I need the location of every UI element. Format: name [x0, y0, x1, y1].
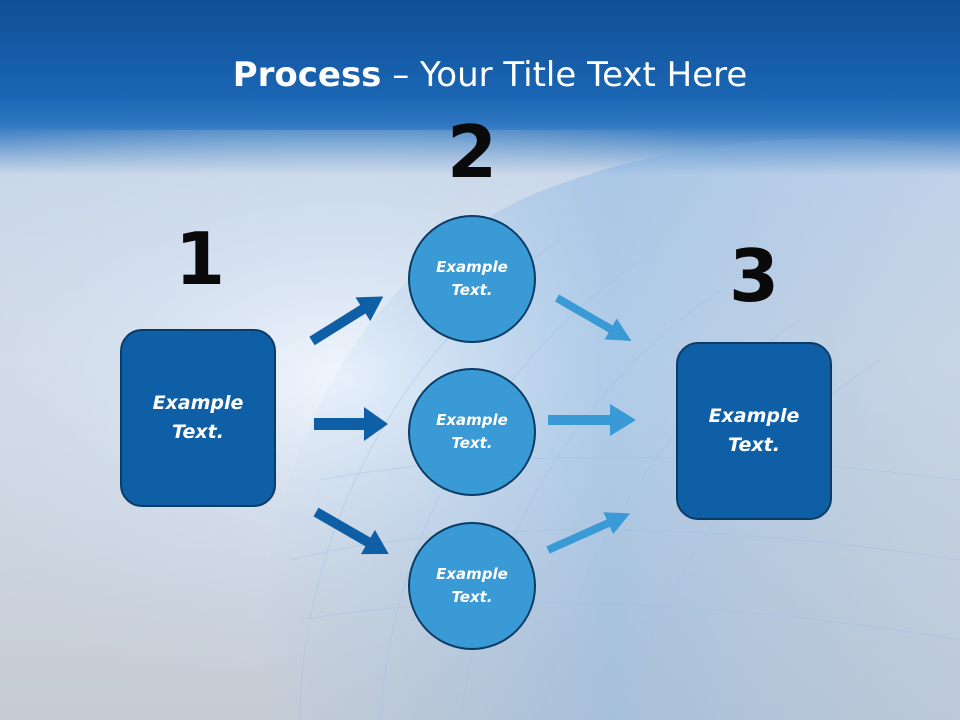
step-2-circle-2: Example Text. — [408, 368, 536, 496]
step-2-circle-3: Example Text. — [408, 522, 536, 650]
step-2-text-2: Example Text. — [436, 411, 508, 452]
title-bold: Process — [232, 55, 382, 95]
step-number-1: 1 — [174, 217, 226, 301]
step-3-box: Example Text. — [676, 342, 832, 520]
step-3-text: Example Text. — [708, 405, 800, 456]
step-number-2: 2 — [446, 110, 498, 194]
step-1-text: Example Text. — [152, 392, 244, 443]
step-1-box: Example Text. — [120, 329, 276, 507]
step-2-text-1: Example Text. — [436, 258, 508, 299]
step-2-text-3: Example Text. — [436, 565, 508, 606]
slide-title: Process – Your Title Text Here — [0, 52, 960, 98]
step-2-circle-1: Example Text. — [408, 215, 536, 343]
title-rest: – Your Title Text Here — [381, 55, 748, 95]
step-number-3: 3 — [728, 234, 780, 318]
